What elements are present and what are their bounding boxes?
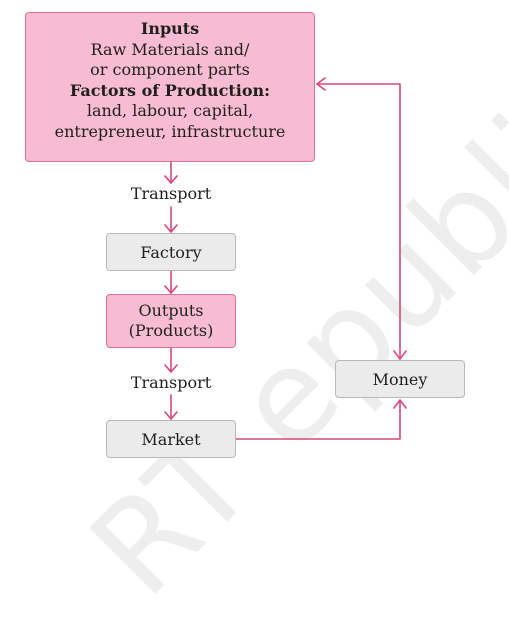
arrow-money-to-inputs xyxy=(316,77,407,360)
transport-label-2: Transport xyxy=(127,373,215,392)
arrow-market-to-money xyxy=(235,399,407,440)
connector-layer xyxy=(164,77,407,440)
factors-line2: entrepreneur, infrastructure xyxy=(54,121,286,141)
factors-line1: land, labour, capital, xyxy=(86,101,254,120)
outputs-label-line1: Outputs xyxy=(138,301,204,320)
money-box: Money xyxy=(335,360,465,398)
outputs-label-line2: (Products) xyxy=(128,321,214,340)
arrow-factory-to-outputs xyxy=(164,270,178,294)
arrow-transport-to-factory xyxy=(164,206,178,233)
inputs-box: Inputs Raw Materials and/ or component p… xyxy=(25,12,315,162)
inputs-raw-materials-line1: Raw Materials and/ xyxy=(90,39,250,59)
inputs-raw-materials-line2: or component parts xyxy=(90,60,250,79)
factory-box: Factory xyxy=(106,233,236,271)
inputs-title: Inputs xyxy=(140,19,200,38)
market-box: Market xyxy=(106,420,236,458)
money-label: Money xyxy=(372,369,428,389)
transport-label-1: Transport xyxy=(127,184,215,203)
arrow-inputs-to-transport xyxy=(164,161,178,184)
market-label: Market xyxy=(141,429,201,449)
factory-label: Factory xyxy=(140,242,202,262)
outputs-box: Outputs (Products) xyxy=(106,294,236,348)
arrow-outputs-to-transport xyxy=(164,347,178,373)
arrow-transport-to-market xyxy=(164,394,178,420)
factors-of-production-heading: Factors of Production: xyxy=(69,80,271,100)
